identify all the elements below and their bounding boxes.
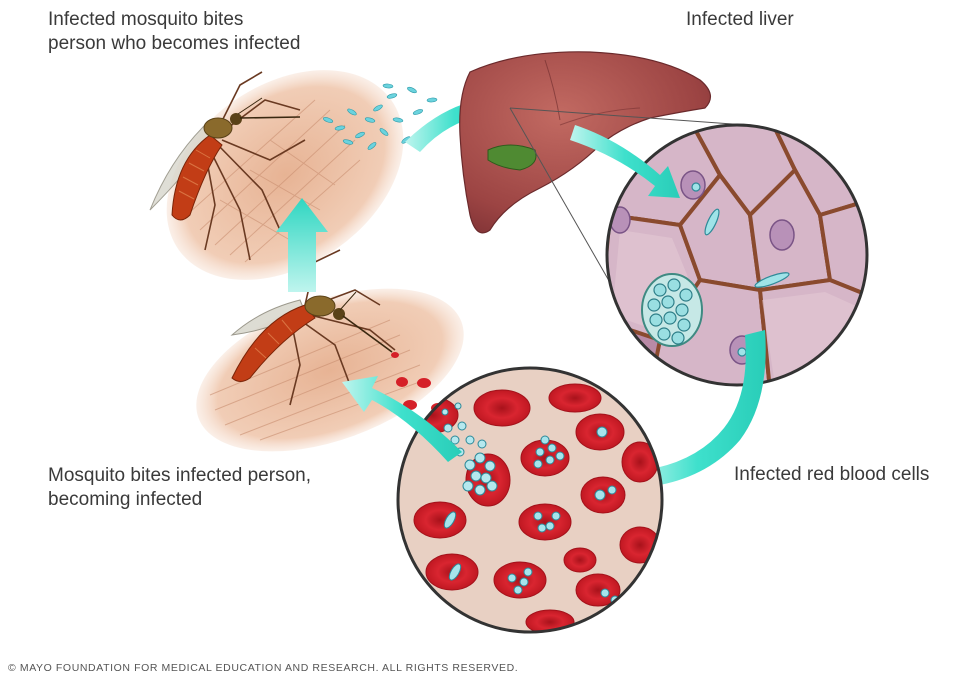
label-infected-red-blood-cells: Infected red blood cells (734, 463, 929, 487)
label-line: becoming infected (48, 488, 311, 512)
label-infected-liver: Infected liver (686, 8, 794, 32)
copyright-notice: © MAYO FOUNDATION FOR MEDICAL EDUCATION … (8, 662, 518, 674)
label-line: Mosquito bites infected person, (48, 464, 311, 488)
liver-schizont (642, 274, 702, 346)
liver-cells-magnified (600, 118, 880, 400)
label-mosquito-bites-infected-person: Mosquito bites infected person, becoming… (48, 464, 311, 512)
label-infected-mosquito-bites-person: Infected mosquito bites person who becom… (48, 8, 300, 56)
label-line: Infected mosquito bites (48, 8, 300, 32)
label-line: person who becomes infected (48, 32, 300, 56)
